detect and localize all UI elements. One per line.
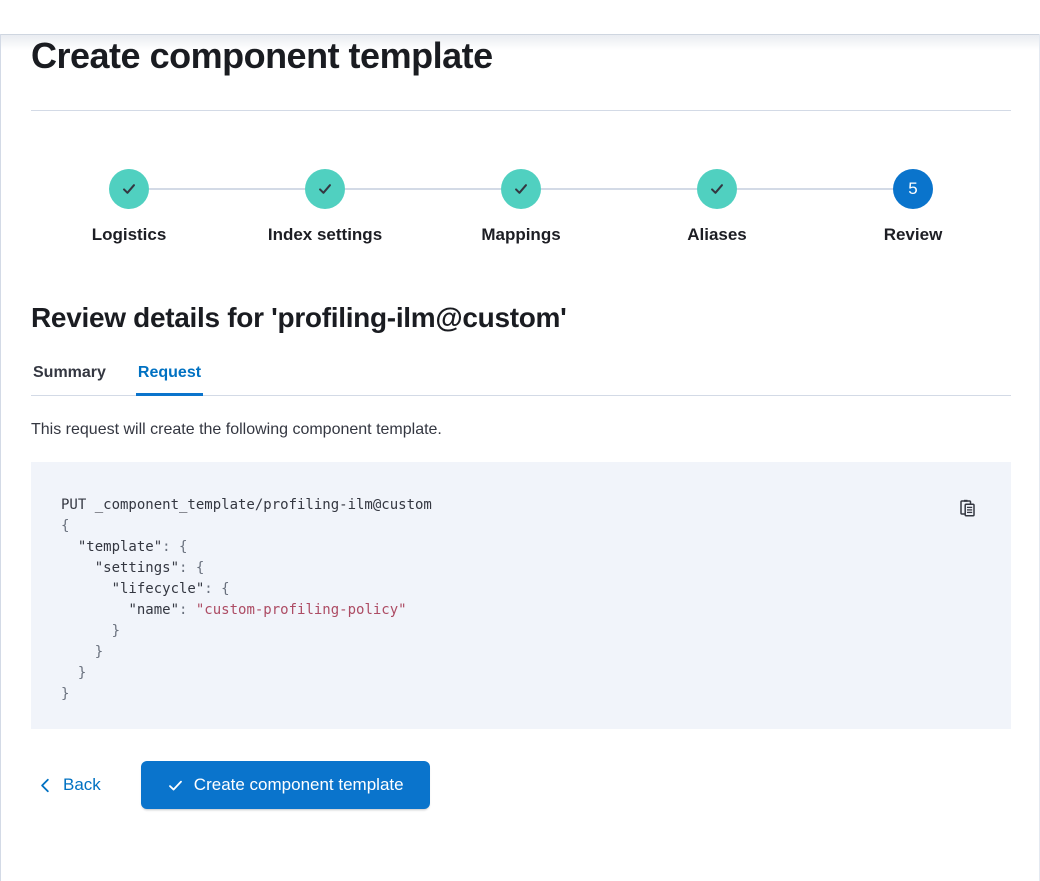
step-complete-circle[interactable] xyxy=(305,169,345,209)
check-icon xyxy=(167,777,184,794)
request-description: This request will create the following c… xyxy=(31,421,442,438)
code-line: } xyxy=(61,665,87,681)
check-icon xyxy=(708,180,726,198)
chevron-left-icon xyxy=(37,777,54,794)
code-line: PUT _component_template/profiling-ilm@cu… xyxy=(61,497,432,513)
tab-request[interactable]: Request xyxy=(135,362,204,396)
back-button-label: Back xyxy=(63,775,101,794)
code-line: "lifecycle": { xyxy=(111,581,230,597)
request-code-block: PUT _component_template/profiling-ilm@cu… xyxy=(31,462,1011,729)
create-component-template-button[interactable]: Create component template xyxy=(140,761,430,809)
stepper-step-aliases[interactable]: Aliases xyxy=(619,169,815,246)
stepper-step-logistics[interactable]: Logistics xyxy=(31,169,227,246)
stepper-step-mappings[interactable]: Mappings xyxy=(423,169,619,246)
tab-summary[interactable]: Summary xyxy=(31,362,108,395)
code-line: "settings": { xyxy=(94,560,205,576)
step-complete-circle[interactable] xyxy=(501,169,541,209)
code-line: { xyxy=(61,518,70,534)
code-line: "template": { xyxy=(77,539,188,555)
footer-actions: Back Create component template xyxy=(31,761,1011,809)
code-line: "name": "custom-profiling-policy" xyxy=(128,602,407,618)
check-icon xyxy=(120,180,138,198)
page-title: Create component template xyxy=(31,35,493,76)
step-label: Index settings xyxy=(267,225,383,244)
copy-to-clipboard-button[interactable] xyxy=(955,496,979,520)
create-component-template-page: Create component template Logistics Index… xyxy=(1,34,1039,809)
step-complete-circle[interactable] xyxy=(697,169,737,209)
step-complete-circle[interactable] xyxy=(109,169,149,209)
code-line: } xyxy=(61,623,121,639)
step-label: Logistics xyxy=(91,225,167,244)
review-heading: Review details for 'profiling-ilm@custom… xyxy=(31,302,567,333)
check-icon xyxy=(316,180,334,198)
code-content: PUT _component_template/profiling-ilm@cu… xyxy=(61,495,981,705)
check-icon xyxy=(512,180,530,198)
tab-bar: Summary Request xyxy=(31,362,1011,396)
step-label: Aliases xyxy=(687,225,747,244)
create-component-template-button-label: Create component template xyxy=(193,775,404,794)
step-current-circle[interactable]: 5 xyxy=(893,169,933,209)
code-line: } xyxy=(61,644,104,660)
copy-clipboard-icon xyxy=(957,498,978,519)
back-button[interactable]: Back xyxy=(31,767,109,803)
code-line: } xyxy=(61,686,70,702)
title-divider xyxy=(31,110,1011,111)
step-number: 5 xyxy=(908,179,918,198)
stepper-step-index-settings[interactable]: Index settings xyxy=(227,169,423,246)
step-label: Review xyxy=(883,225,943,244)
step-label: Mappings xyxy=(481,225,561,244)
